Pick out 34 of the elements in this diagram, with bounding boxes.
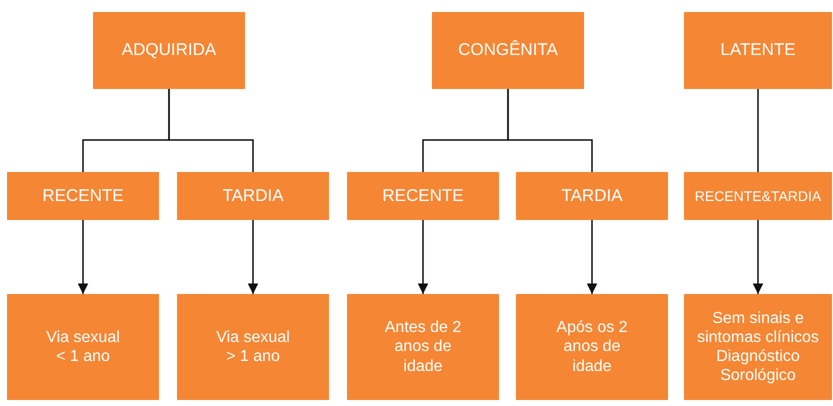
category-box bbox=[7, 172, 159, 220]
box-label: Via sexual < 1 ano bbox=[45, 328, 121, 366]
box-label: Antes de 2 anos de idade bbox=[384, 318, 462, 376]
arrow bbox=[586, 220, 598, 294]
connector-line bbox=[507, 89, 593, 172]
connector-line bbox=[168, 89, 254, 172]
arrow bbox=[752, 220, 764, 294]
box-label: Via sexual > 1 ano bbox=[215, 328, 291, 366]
box-label: TARDIA bbox=[222, 186, 284, 206]
arrow bbox=[418, 220, 428, 294]
category-box bbox=[93, 12, 245, 89]
arrow bbox=[78, 220, 88, 294]
category-box bbox=[432, 12, 584, 89]
category-box bbox=[347, 172, 499, 220]
arrow bbox=[248, 220, 258, 294]
box-label: CONGÊNITA bbox=[458, 40, 558, 61]
category-box bbox=[516, 294, 668, 400]
category-box bbox=[177, 294, 329, 400]
box-label: RECENTE bbox=[42, 186, 124, 206]
box-label: RECENTE bbox=[382, 186, 464, 206]
category-box bbox=[684, 294, 832, 400]
box-label: Após os 2 anos de idade bbox=[555, 318, 629, 376]
category-box bbox=[7, 294, 159, 400]
box-label: TARDIA bbox=[561, 186, 623, 206]
category-box bbox=[177, 172, 329, 220]
category-box bbox=[516, 172, 668, 220]
box-label: RECENTE&TARDIA bbox=[694, 188, 822, 204]
box-label: LATENTE bbox=[720, 40, 796, 61]
box-label: Sem sinais e sintomas clínicos Diagnóstico Sorológico bbox=[696, 308, 820, 386]
category-box bbox=[684, 172, 832, 220]
category-box bbox=[684, 12, 832, 89]
connector-line bbox=[757, 89, 759, 172]
category-box bbox=[347, 294, 499, 400]
box-label: ADQUIRIDA bbox=[122, 40, 216, 61]
